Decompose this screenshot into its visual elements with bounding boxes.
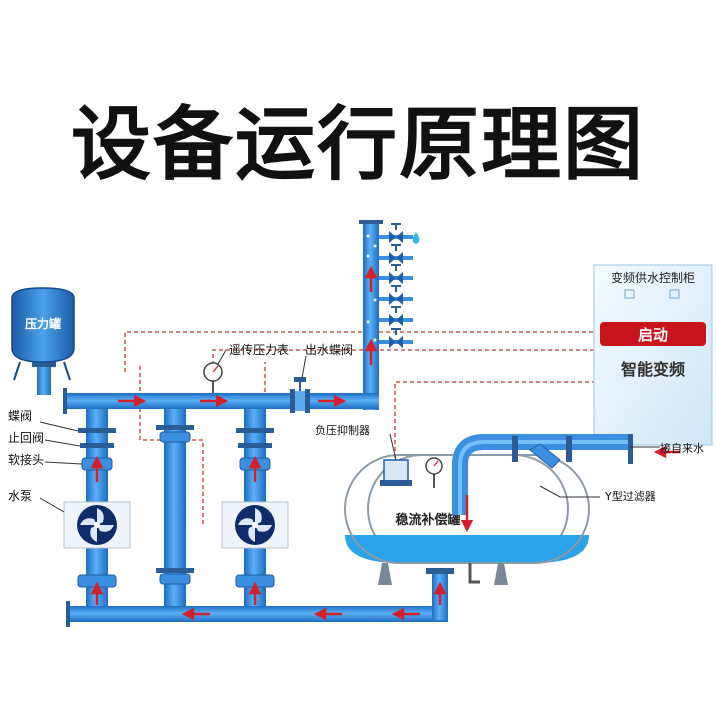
branch-valve [379, 264, 413, 284]
buffer-tank: 稳流补偿罐 [344, 434, 633, 585]
label-inlet: 接自来水 [660, 442, 704, 455]
label-outlet-valve: 出水蝶阀 [305, 342, 353, 357]
bypass-column [156, 409, 194, 609]
cabinet-subtitle: 智能变频 [621, 360, 685, 379]
pump-column-1 [63, 409, 131, 609]
label-negative-suppressor: 负压抑制器 [315, 423, 370, 437]
branch-valve [379, 223, 413, 243]
label-y-filter: Y型过滤器 [604, 489, 656, 503]
page-title: 设备运行原理图 [71, 98, 645, 191]
label-pump: 水泵 [8, 489, 32, 503]
label-remote-gauge: 遥传压力表 [229, 342, 289, 357]
y-filter [529, 443, 561, 469]
indicator-light-right [669, 289, 680, 299]
label-soft-joint: 软接头 [8, 452, 44, 467]
control-cabinet: 变频供水控制柜 启动 智能变频 [593, 264, 713, 446]
cabinet-title: 变频供水控制柜 [611, 270, 695, 285]
water-drop-icon [412, 232, 420, 244]
start-button-label: 启动 [638, 326, 668, 344]
outlet-branches [379, 223, 420, 348]
riser-pipe [359, 220, 383, 410]
label-butterfly-valve: 蝶阀 [8, 408, 32, 423]
start-button[interactable] [600, 322, 706, 346]
fan-icon [238, 508, 272, 542]
label-leaders [39, 349, 660, 513]
suction-header-pipe [66, 568, 454, 627]
branch-valve [379, 285, 413, 305]
fan-icon [80, 508, 114, 542]
flow-arrows [90, 265, 680, 621]
outlet-butterfly-valve [290, 377, 310, 413]
buffer-tank-label: 稳流补偿罐 [395, 512, 460, 528]
branch-valve [379, 244, 413, 264]
pressure-tank: 压力罐 [11, 287, 75, 395]
branch-valve [379, 328, 413, 348]
branch-valve [379, 306, 413, 326]
remote-pressure-gauge [203, 362, 223, 393]
indicator-light-left [624, 289, 635, 299]
pump-column-2 [221, 409, 289, 609]
pressure-tank-label: 压力罐 [25, 316, 61, 331]
label-check-valve: 止回阀 [8, 431, 44, 445]
